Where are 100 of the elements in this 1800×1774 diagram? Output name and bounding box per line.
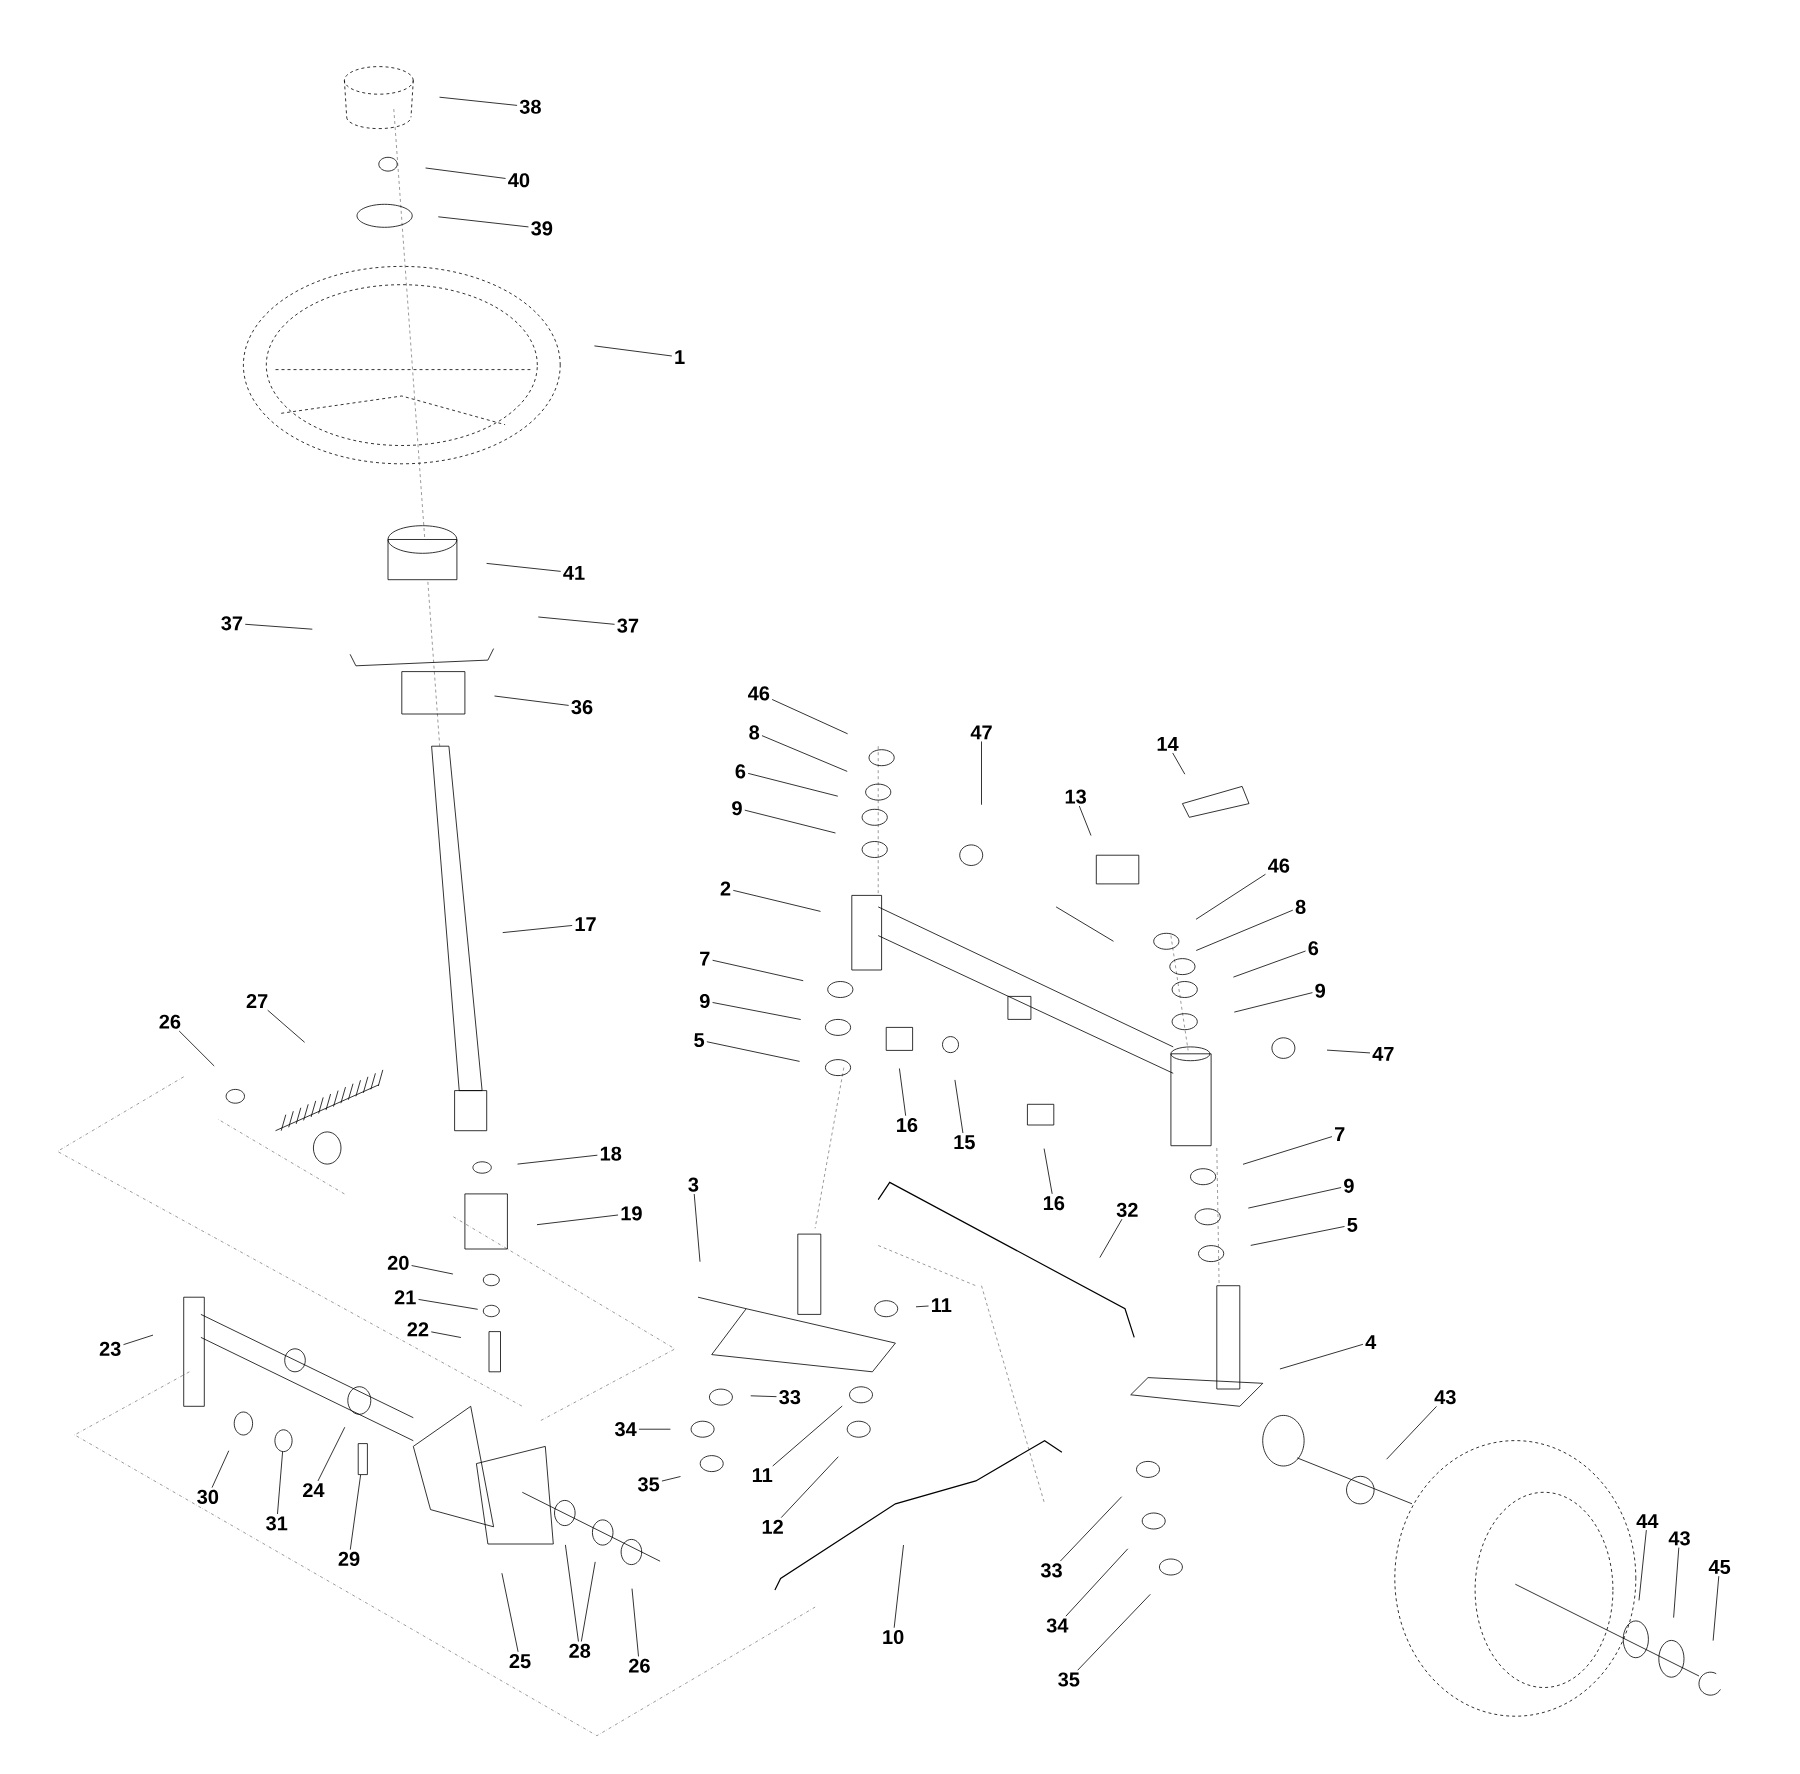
callout-number: 39 [531,221,553,236]
leader-line [418,1299,479,1310]
leader-line [954,1079,964,1134]
leader-line [780,1456,839,1518]
callout-number: 20 [387,1255,409,1270]
callout-number: 7 [700,951,710,966]
callout-number: 23 [99,1341,121,1356]
callout-number: 41 [563,565,585,580]
callout-number: 47 [1372,1046,1394,1061]
leader-line [981,741,982,806]
leader-line [712,959,804,982]
callout-number: 27 [246,994,268,1008]
leader-line [486,563,562,572]
callout-number: 6 [1308,941,1319,956]
leader-line [439,96,518,106]
callout-number: 45 [1708,1560,1731,1574]
callout-number: 19 [621,1206,642,1221]
leader-line [732,889,821,912]
leader-line [123,1334,154,1345]
leader-line [893,1544,904,1629]
callout-number: 21 [394,1290,416,1305]
callout-number: 9 [699,993,710,1009]
leader-line [1065,1548,1129,1617]
leader-line [437,216,529,228]
leader-line [425,167,506,179]
callout-number: 9 [732,801,742,816]
callout-number: 46 [1268,858,1290,873]
callout-number: 17 [575,917,596,931]
leader-line [1712,1575,1720,1641]
callout-number: 30 [197,1489,219,1504]
callout-number: 16 [1043,1196,1065,1211]
leader-line [1326,1049,1371,1054]
callout-number: 47 [970,725,992,740]
callout-number: 43 [1668,1531,1690,1546]
callout-number: 28 [569,1643,591,1658]
leader-line [712,1002,802,1020]
leader-line [706,1041,800,1062]
bolt [357,1443,368,1475]
leader-line [1386,1406,1437,1460]
leader-line [411,1265,454,1275]
callout-number: 18 [600,1146,622,1161]
callout-number: 8 [1295,899,1306,914]
leader-line [1172,752,1186,775]
callout-number: 26 [159,1014,181,1029]
callout-number: 11 [932,1298,952,1313]
leader-line [1638,1529,1647,1601]
leader-line [277,1451,283,1515]
leader-line [517,1154,598,1165]
leader-line [1233,950,1306,978]
callout-number: 35 [637,1477,660,1492]
callout-number: 2 [720,881,731,896]
leader-line [1250,1226,1345,1246]
callout-number: 37 [617,618,639,633]
leader-line [267,1009,305,1043]
leader-line [178,1030,215,1067]
callout-number: 24 [302,1483,325,1498]
callout-number: 26 [628,1658,650,1673]
leader-line [211,1450,230,1488]
callout-number: 33 [779,1390,801,1405]
callout-number: 11 [752,1468,773,1482]
callout-number: 38 [519,99,541,114]
callout-number: 32 [1116,1202,1138,1217]
leader-line [565,1544,579,1642]
leader-line [772,1405,843,1467]
leader-line [1279,1343,1364,1370]
leader-line [1673,1547,1680,1618]
callout-number: 8 [749,725,760,740]
callout-number: 40 [508,173,530,188]
callout-number: 31 [266,1516,288,1531]
leader-line [1077,1593,1151,1671]
leader-line [1099,1218,1123,1258]
leader-line [1043,1148,1053,1195]
leader-line [1195,909,1294,951]
washer [274,1429,293,1452]
leader-line [536,1214,619,1226]
callout-number: 12 [762,1519,783,1534]
callout-number: 7 [1335,1127,1345,1142]
callout-number: 9 [1315,983,1326,998]
callout-number: 5 [1347,1217,1358,1232]
leader-line [501,1572,519,1653]
callout-number: 29 [338,1551,360,1566]
leader-line [430,1331,462,1338]
leader-line [747,773,839,797]
leader-line [750,1395,777,1398]
callout-number: 14 [1157,737,1179,751]
leader-line [693,1193,701,1263]
leader-line [1242,1136,1333,1165]
callout-number: 37 [221,616,243,631]
callout-number: 1 [675,350,685,364]
leader-line [580,1561,596,1642]
leader-line [537,616,615,625]
leader-line [638,1428,671,1430]
callout-number: 33 [1040,1563,1062,1578]
leader-line [899,1068,907,1117]
leader-line [594,345,673,357]
callout-number: 34 [614,1422,637,1437]
callout-number: 34 [1046,1618,1069,1633]
callout-number: 5 [694,1033,705,1048]
callout-number: 43 [1434,1390,1456,1405]
callout-number: 3 [688,1177,699,1192]
